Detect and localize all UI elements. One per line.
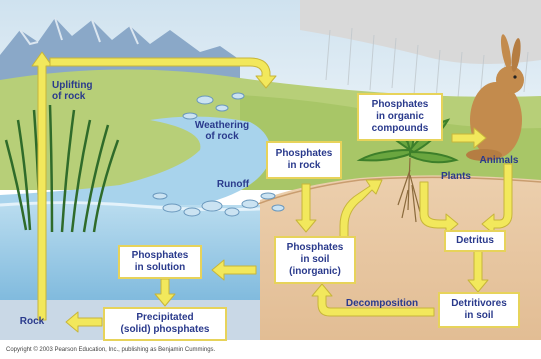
box-phosphates-in-soil: Phosphates in soil (inorganic): [274, 236, 356, 284]
copyright-notice: Copyright © 2003 Pearson Education, Inc.…: [6, 346, 215, 354]
box-phosphates-in-solution: Phosphates in solution: [118, 245, 202, 279]
label-runoff: Runoff: [213, 179, 253, 190]
label-decomposition: Decomposition: [334, 298, 430, 309]
box-phosphates-in-organic-compounds: Phosphates in organic compounds: [357, 93, 443, 141]
label-weathering: Weathering of rock: [190, 120, 254, 142]
label-rock: Rock: [12, 316, 52, 327]
label-plants: Plants: [436, 171, 476, 182]
box-precipitated-phosphates: Precipitated (solid) phosphates: [103, 307, 227, 341]
box-phosphates-in-rock: Phosphates in rock: [266, 141, 342, 179]
box-detritivores-in-soil: Detritivores in soil: [438, 292, 520, 328]
label-animals: Animals: [474, 155, 524, 166]
label-uplifting: Uplifting of rock: [52, 80, 104, 102]
box-detritus: Detritus: [444, 230, 506, 252]
